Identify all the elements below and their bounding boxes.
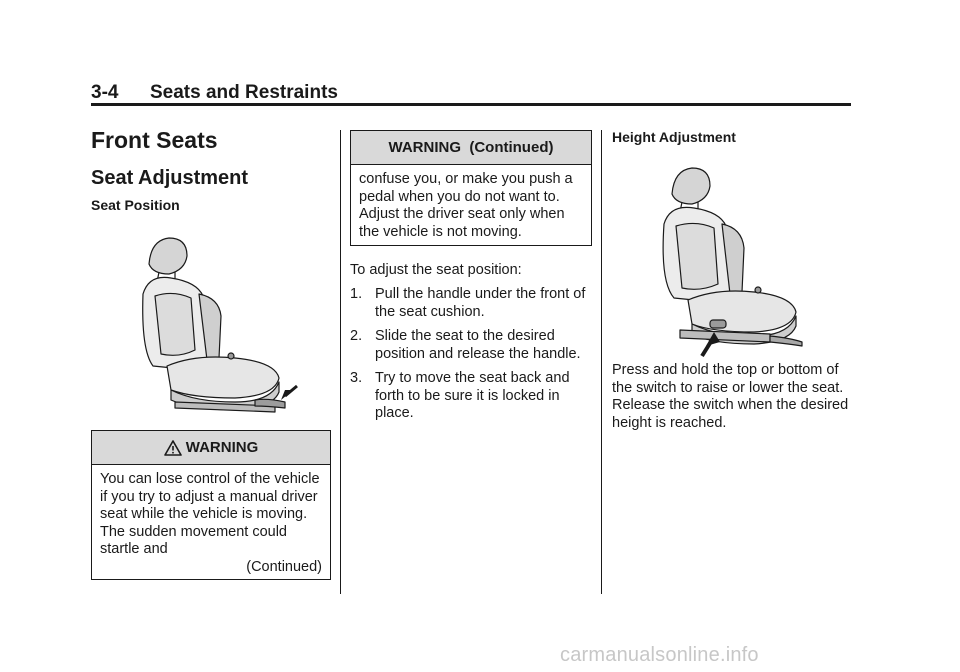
- step-3: 3. Try to move the seat back and forth to…: [350, 370, 592, 423]
- subsection-heading: Seat Adjustment: [91, 167, 249, 189]
- seat-position-illustration: [135, 230, 305, 420]
- section-title: Seats and Restraints: [150, 82, 338, 103]
- step-3-num: 3.: [350, 370, 363, 386]
- page-number: 3-4: [91, 82, 119, 103]
- page-header: 3-4 Seats and Restraints: [91, 82, 851, 108]
- height-adjustment-text: Press and hold the top or bottom of the …: [612, 362, 849, 431]
- steps-list: 1. Pull the handle under the front of the…: [350, 286, 592, 430]
- warning-continued-text: confuse you, or make you push a pedal wh…: [359, 171, 573, 240]
- column-divider-2: [601, 130, 602, 594]
- footer-watermark: carmanualsonline.info: [560, 644, 759, 666]
- section-heading: Front Seats: [91, 127, 218, 153]
- height-adjustment-heading: Height Adjustment: [612, 129, 736, 145]
- adjust-intro: To adjust the seat position:: [350, 262, 522, 278]
- warning-label: WARNING: [185, 439, 259, 456]
- warning-header: WARNING: [92, 431, 330, 465]
- warning-continued-label: WARNING (Continued): [388, 139, 554, 156]
- warning-icon: [163, 439, 182, 456]
- step-2-text: Slide the seat to the desired position a…: [375, 328, 581, 362]
- step-3-text: Try to move the seat back and forth to b…: [375, 370, 570, 421]
- column-divider-1: [340, 130, 341, 594]
- continued-label: (Continued): [246, 558, 322, 575]
- warning-box: WARNING You can lose control of the vehi…: [91, 430, 331, 580]
- header-rule: [91, 103, 851, 106]
- step-2-num: 2.: [350, 328, 363, 344]
- seat-position-heading: Seat Position: [91, 197, 180, 213]
- step-2: 2. Slide the seat to the desired position…: [350, 328, 592, 363]
- warning-continued-box: WARNING (Continued) confuse you, or make…: [350, 130, 592, 246]
- step-1-num: 1.: [350, 286, 363, 302]
- warning-text: You can lose control of the vehicle if y…: [100, 471, 320, 557]
- height-adjustment-illustration: [650, 160, 810, 360]
- warning-continued-header: WARNING (Continued): [351, 131, 591, 165]
- step-1-text: Pull the handle under the front of the s…: [375, 286, 586, 320]
- step-1: 1. Pull the handle under the front of the…: [350, 286, 592, 321]
